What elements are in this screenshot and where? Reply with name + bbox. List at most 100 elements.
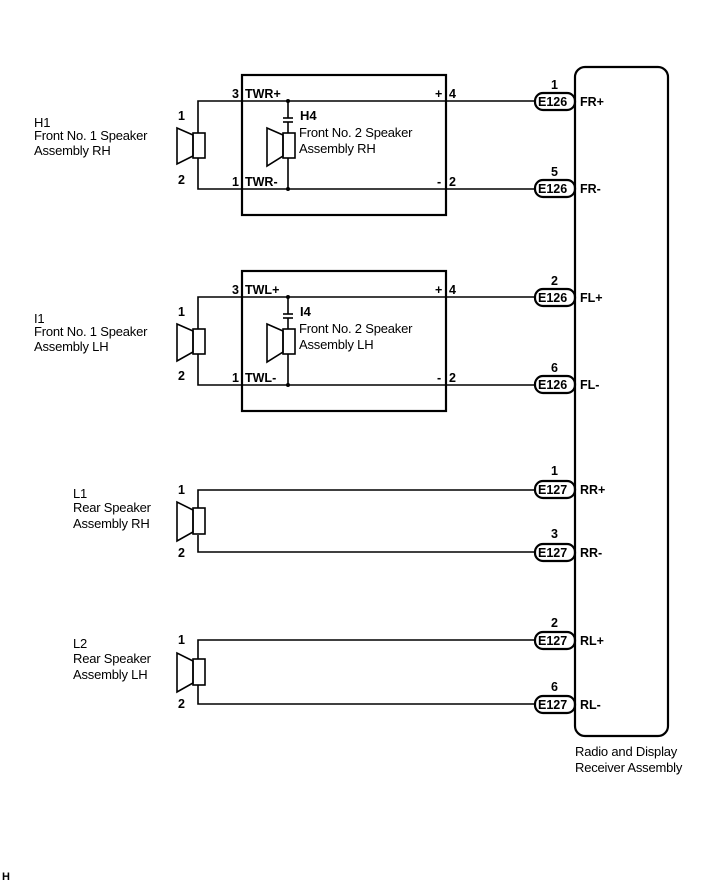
tweeter-junction-box-rh xyxy=(240,73,448,217)
wire-rl-plus xyxy=(197,639,534,659)
woofer-name-line1: Front No. 1 Speaker xyxy=(34,128,148,143)
tweeter-id: I4 xyxy=(300,304,312,319)
tweeter-speaker-icon xyxy=(266,322,296,364)
speaker-name-line2: Assembly RH xyxy=(73,516,150,531)
speaker-icon xyxy=(176,500,206,543)
front-lh-group: 1 2 I1 Front No. 1 Speaker Assembly LH I… xyxy=(34,269,603,413)
front-rh-group: 1 2 H1 Front No. 1 Speaker Assembly RH H… xyxy=(34,73,604,217)
woofer-pin-top: 1 xyxy=(178,305,185,319)
wire-fl-plus xyxy=(197,296,534,329)
box-pin: 2 xyxy=(449,175,456,189)
radio-signal: FR- xyxy=(580,182,601,196)
connector-pill xyxy=(533,630,577,651)
connector-pill xyxy=(533,178,577,199)
corner-mark: H xyxy=(2,871,10,882)
connector-pin: 5 xyxy=(551,165,558,179)
box-polarity: - xyxy=(437,371,441,385)
tweeter-name-line2: Assembly RH xyxy=(299,141,376,156)
speaker-name-line1: Rear Speaker xyxy=(73,500,152,515)
radio-label-line2: Receiver Assembly xyxy=(575,760,683,775)
connector-terminal: 5 E126 FR- xyxy=(533,165,601,199)
woofer-name-line1: Front No. 1 Speaker xyxy=(34,324,148,339)
connector-terminal: 1 E127 RR+ xyxy=(533,464,605,500)
wire-fr-plus xyxy=(197,100,534,133)
wire-fr-minus xyxy=(197,158,534,190)
connector-pill xyxy=(533,91,577,112)
connector-pin: 6 xyxy=(551,361,558,375)
wire-fl-minus xyxy=(197,354,534,386)
speaker-name-line1: Rear Speaker xyxy=(73,651,152,666)
woofer-pin-bottom: 2 xyxy=(178,173,185,187)
tweeter-id: H4 xyxy=(300,108,317,123)
box-polarity: - xyxy=(437,175,441,189)
radio-receiver-box xyxy=(573,65,670,738)
radio-signal: RL+ xyxy=(580,634,604,648)
tweeter-junction-box-lh xyxy=(240,269,448,413)
box-pin: 3 xyxy=(232,87,239,101)
tweeter-name-line2: Assembly LH xyxy=(299,337,373,352)
connector-terminal: 1 E126 FR+ xyxy=(533,78,604,112)
rear-rh-group: 1 2 L1 Rear Speaker Assembly RH 1 E127 R… xyxy=(73,464,605,563)
connector-id: E127 xyxy=(538,698,567,712)
woofer-name-line2: Assembly LH xyxy=(34,339,108,354)
connector-pin: 1 xyxy=(551,78,558,92)
connector-pill xyxy=(533,374,577,395)
connector-terminal: 2 E127 RL+ xyxy=(533,616,604,651)
connector-pin: 1 xyxy=(551,464,558,478)
connector-terminal: 6 E126 FL- xyxy=(533,361,599,395)
speaker-pin-bottom: 2 xyxy=(178,546,185,560)
connector-terminal: 6 E127 RL- xyxy=(533,680,601,715)
woofer-pin-top: 1 xyxy=(178,109,185,123)
box-polarity: + xyxy=(435,87,442,101)
connector-pin: 2 xyxy=(551,616,558,630)
speaker-id: L1 xyxy=(73,486,87,501)
connector-pill xyxy=(533,479,577,500)
radio-signal: RR+ xyxy=(580,483,605,497)
wire-rr-minus xyxy=(197,535,534,553)
connector-pill xyxy=(533,287,577,308)
connector-id: E127 xyxy=(538,546,567,560)
box-pin: 2 xyxy=(449,371,456,385)
connector-id: E127 xyxy=(538,634,567,648)
box-pin: 1 xyxy=(232,371,239,385)
connector-terminal: 3 E127 RR- xyxy=(533,527,602,563)
speaker-icon xyxy=(176,322,206,363)
speaker-icon xyxy=(176,651,206,694)
box-pin: 4 xyxy=(449,87,456,101)
radio-label-line1: Radio and Display xyxy=(575,744,678,759)
wire-rl-minus xyxy=(197,685,534,705)
radio-signal: RL- xyxy=(580,698,601,712)
woofer-id: I1 xyxy=(34,311,44,326)
speaker-id: L2 xyxy=(73,636,87,651)
rear-lh-group: 1 2 L2 Rear Speaker Assembly LH 2 E127 R… xyxy=(73,616,604,715)
connector-pin: 2 xyxy=(551,274,558,288)
radio-signal: FL- xyxy=(580,378,599,392)
box-signal: TWR+ xyxy=(245,87,281,101)
woofer-pin-bottom: 2 xyxy=(178,369,185,383)
connector-id: E126 xyxy=(538,378,567,392)
tweeter-name-line1: Front No. 2 Speaker xyxy=(299,321,413,336)
woofer-id: H1 xyxy=(34,115,50,130)
speaker-icon xyxy=(176,126,206,166)
connector-id: E126 xyxy=(538,291,567,305)
box-pin: 3 xyxy=(232,283,239,297)
speaker-name-line2: Assembly LH xyxy=(73,667,147,682)
connector-pill xyxy=(533,694,577,715)
connector-terminal: 2 E126 FL+ xyxy=(533,274,603,308)
box-pin: 1 xyxy=(232,175,239,189)
box-polarity: + xyxy=(435,283,442,297)
wire-rr-plus xyxy=(197,489,534,508)
speaker-pin-top: 1 xyxy=(178,483,185,497)
connector-id: E127 xyxy=(538,483,567,497)
radio-signal: FR+ xyxy=(580,95,604,109)
tweeter-name-line1: Front No. 2 Speaker xyxy=(299,125,413,140)
box-pin: 4 xyxy=(449,283,456,297)
connector-id: E126 xyxy=(538,95,567,109)
connector-pin: 6 xyxy=(551,680,558,694)
speaker-pin-bottom: 2 xyxy=(178,697,185,711)
box-signal: TWL+ xyxy=(245,283,279,297)
woofer-name-line2: Assembly RH xyxy=(34,143,111,158)
tweeter-speaker-icon xyxy=(266,126,296,168)
box-signal: TWR- xyxy=(245,175,278,189)
